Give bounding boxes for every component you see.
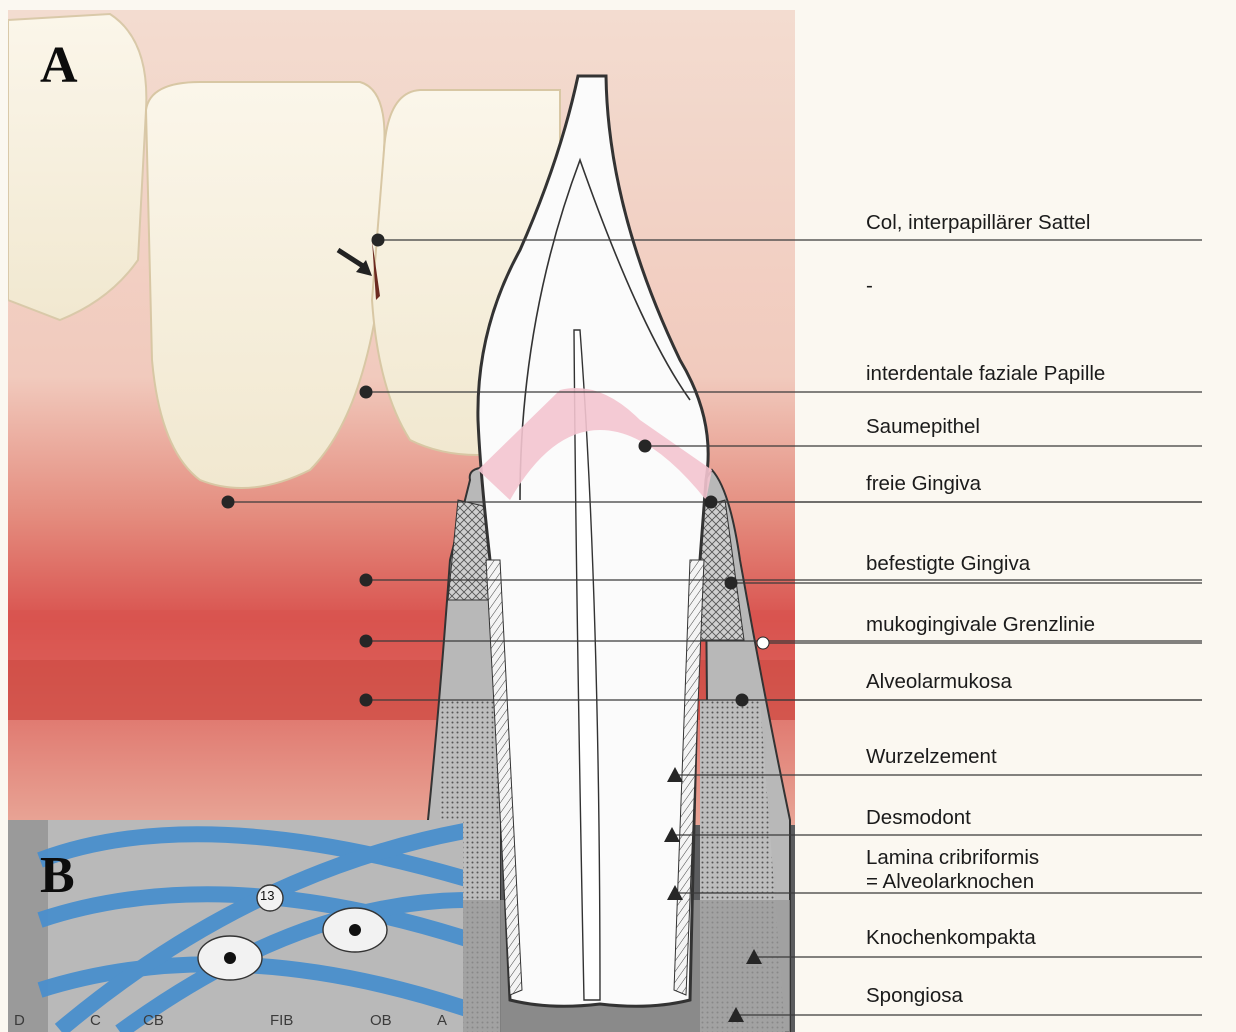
circle-number: 13 [260,888,274,903]
label-desmodont: Desmodont [866,806,971,830]
bottom-label-cb: CB [143,1012,164,1029]
label-interdentale-papille: interdentale faziale Papille [866,362,1105,386]
marker-muko-d [757,637,769,649]
marker-muko [360,635,372,647]
panel-letter-b: B [40,850,75,902]
marker-alveo [360,694,372,706]
label-mukogingivale-grenzlinie: mukogingivale Grenzlinie [866,613,1095,637]
label-alveolarknochen: = Alveolarknochen [866,870,1034,894]
label-saumepithel: Saumepithel [866,415,980,439]
label-spongiosa: Spongiosa [866,984,963,1008]
panel-letter-a: A [40,40,78,92]
bottom-label-fib: FIB [270,1012,293,1029]
marker-col [372,234,384,246]
label-alveolarmukosa: Alveolarmukosa [866,670,1012,694]
label-befestigte-gingiva: befestigte Gingiva [866,552,1030,576]
marker-freie [222,496,234,508]
bottom-label-d: D [14,1012,25,1029]
label-wurzelzement: Wurzelzement [866,745,997,769]
marker-saum [639,440,651,452]
marker-alveo-d [736,694,748,706]
marker-papille [360,386,372,398]
label-knochenkompakta: Knochenkompakta [866,926,1036,950]
label-lamina-cribriformis: Lamina cribriformis [866,846,1039,870]
bottom-label-c: C [90,1012,101,1029]
marker-befestigt [360,574,372,586]
bottom-label-ob: OB [370,1012,392,1029]
label-col: Col, interpapillärer Sattel [866,211,1090,235]
label-freie-gingiva: freie Gingiva [866,472,981,496]
marker-befestigt-d [725,577,737,589]
label-dash: - [866,274,873,298]
marker-freie-d [705,496,717,508]
bottom-label-a: A [437,1012,447,1029]
panel-b-inset [8,820,470,1032]
